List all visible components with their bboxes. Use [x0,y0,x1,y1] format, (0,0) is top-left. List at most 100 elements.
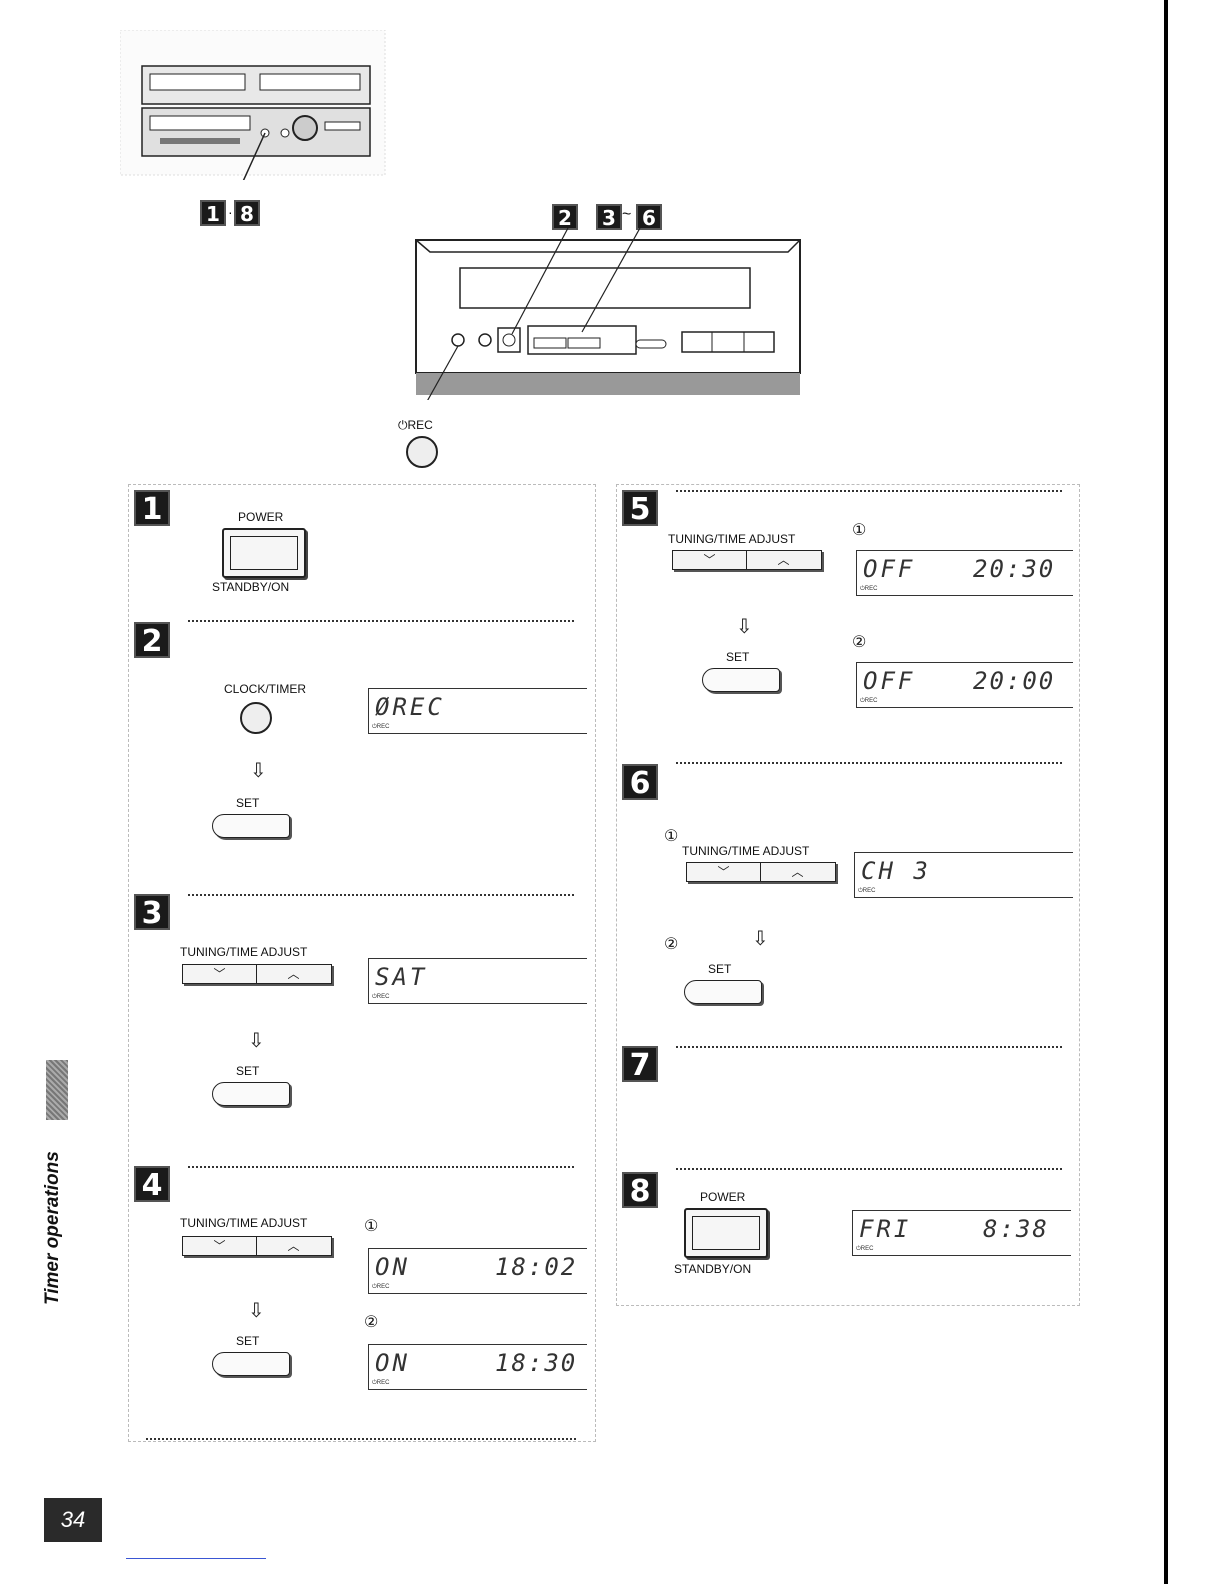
callout-step-1: 1 [200,200,226,226]
section-tab-marker [46,1060,68,1120]
step-2-display: ØREC ⏻REC [368,688,587,734]
step-5-display-2-rec: ⏻REC [860,698,878,704]
step-6-display: CH 3 ⏻REC [854,852,1073,898]
step-2-set-label: SET [236,796,260,810]
step-6-arrow-icon: ⇩ [752,926,769,950]
step-5-sub1: ① [852,522,867,539]
step-8-standby-label: STANDBY/ON [674,1262,752,1276]
step-3-up-button[interactable]: ︿ [287,967,300,981]
step-3-number: 3 [134,894,170,931]
left-bottom-divider [146,1438,576,1440]
section-title: Timer operations [42,1151,63,1305]
step-6-set-label: SET [708,962,732,976]
step-8-power-label: POWER [700,1190,746,1204]
page-number: 34 [44,1498,102,1542]
callout-step-8: 8 [234,200,260,226]
callout-separator: · [228,204,233,220]
step-8-display-rec: ⏻REC [856,1246,874,1252]
step-4-display-2: ON 18:30 ⏻REC [368,1344,587,1390]
step-4-display-2-main: ON [375,1349,410,1377]
step-4-display-1-time: 18:02 [495,1253,578,1281]
step-6-display-rec: ⏻REC [858,888,876,894]
callout-range-tilde: ~ [622,206,632,223]
step-7-divider [676,1046,1062,1048]
step-4-display-2-rec: ⏻REC [372,1380,390,1386]
step-4-display-1: ON 18:02 ⏻REC [368,1248,587,1294]
bottom-link-line [126,1558,266,1559]
step-3-display: SAT ⏻REC [368,958,587,1004]
step-6-tuning-buttons: ﹀ ︿ [686,862,836,882]
step-8-number: 8 [622,1172,658,1209]
left-steps-panel [128,484,596,1442]
step-5-down-button[interactable]: ﹀ [673,551,747,569]
rec-label: ⏻REC [398,418,433,432]
step-3-tuning-label: TUNING/TIME ADJUST [180,945,308,959]
step-3-display-text: SAT [375,963,428,991]
step-4-set-label: SET [236,1334,260,1348]
step-4-down-button[interactable]: ﹀ [183,1237,257,1255]
step-8-display-time: 8:38 [983,1215,1049,1243]
step-8-display: FRI 8:38 ⏻REC [852,1210,1071,1256]
step-6-divider [676,762,1062,764]
step-4-divider [188,1166,574,1168]
step-2-clock-timer-button[interactable] [240,702,272,734]
step-8-divider [676,1168,1062,1170]
step-5-tuning-buttons: ﹀ ︿ [672,550,822,570]
step-5-arrow-icon: ⇩ [736,614,753,638]
step-6-sub1: ① [664,828,679,845]
step-3-display-rec: ⏻REC [372,994,390,1000]
step-5-divider [676,490,1062,492]
step-5-set-button[interactable] [702,668,780,692]
step-2-display-rec: ⏻REC [372,724,390,730]
step-4-tuning-buttons: ﹀ ︿ [182,1236,332,1256]
step-4-display-1-main: ON [375,1253,410,1281]
right-margin-rule [1164,0,1168,1584]
step-5-display-1-rec: ⏻REC [860,586,878,592]
step-4-set-button[interactable] [212,1352,290,1376]
cassette-deck-illustration [415,228,801,400]
step-4-tuning-label: TUNING/TIME ADJUST [180,1216,308,1230]
step-4-sub2: ② [364,1314,379,1331]
step-5-display-2-time: 20:00 [973,667,1056,695]
step-6-number: 6 [622,764,658,801]
step-4-sub1: ① [364,1218,379,1235]
right-steps-panel [616,484,1080,1306]
step-7-number: 7 [622,1046,658,1083]
step-3-divider [188,894,574,896]
step-3-down-button[interactable]: ﹀ [183,965,257,983]
step-3-set-label: SET [236,1064,260,1078]
step-2-set-button[interactable] [212,814,290,838]
step-5-tuning-label: TUNING/TIME ADJUST [668,532,796,546]
rec-button[interactable] [406,436,438,468]
step-5-display-1: OFF 20:30 ⏻REC [856,550,1073,596]
callout-step-3: 3 [596,204,622,230]
step-1-power-button[interactable] [222,528,306,578]
step-2-number: 2 [134,622,170,659]
step-4-display-1-rec: ⏻REC [372,1284,390,1290]
step-3-tuning-buttons: ﹀ ︿ [182,964,332,984]
step-8-display-main: FRI [859,1215,912,1243]
step-6-tuning-label: TUNING/TIME ADJUST [682,844,810,858]
step-1-standby-label: STANDBY/ON [212,580,290,594]
step-5-set-label: SET [726,650,750,664]
step-5-display-1-time: 20:30 [973,555,1056,583]
step-3-set-button[interactable] [212,1082,290,1106]
callout-step-6: 6 [636,204,662,230]
step-6-display-text: CH 3 [861,857,931,885]
step-5-up-button[interactable]: ︿ [777,553,790,567]
step-6-set-button[interactable] [684,980,762,1004]
step-2-arrow-icon: ⇩ [250,758,267,782]
step-4-number: 4 [134,1166,170,1203]
step-6-up-button[interactable]: ︿ [791,865,804,879]
step-2-clock-timer-label: CLOCK/TIMER [224,682,307,696]
stereo-system-illustration [120,30,386,180]
step-4-up-button[interactable]: ︿ [287,1239,300,1253]
step-4-display-2-time: 18:30 [495,1349,578,1377]
step-8-power-button[interactable] [684,1208,768,1258]
step-1-power-label: POWER [238,510,284,524]
step-3-arrow-icon: ⇩ [248,1028,265,1052]
step-5-display-2: OFF 20:00 ⏻REC [856,662,1073,708]
step-6-down-button[interactable]: ﹀ [687,863,761,881]
step-5-display-1-main: OFF [863,555,916,583]
step-5-display-2-main: OFF [863,667,916,695]
